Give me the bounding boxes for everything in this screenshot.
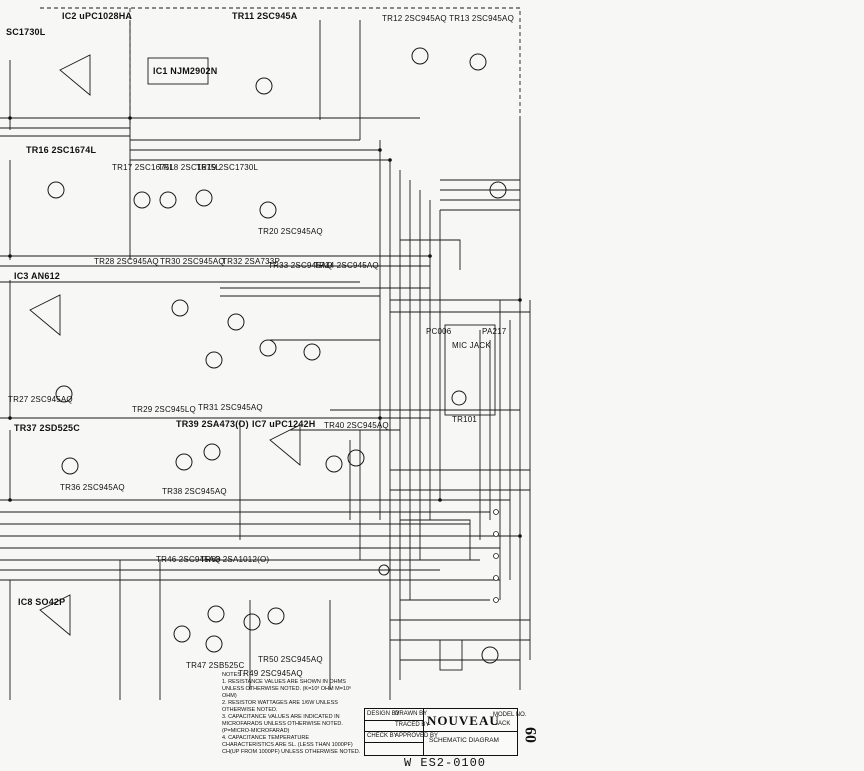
checked-by-label: CHECK BY [367,733,398,739]
notes-block: NOTES : 1. RESISTANCE VALUES ARE SHOWN I… [222,672,362,756]
note-item: 3. CAPACITANCE VALUES ARE INDICATED IN M… [222,714,343,734]
label-tr39: TR39 2SA473(O) [176,419,249,429]
label-mic-jack: MIC JACK [452,341,491,350]
label-ic3: IC3 AN612 [14,271,60,281]
title-block: DESIGN BY DRAWN BY TRACED BY CHECK BY AP… [364,708,526,756]
label-ic1: IC1 NJM2902N [153,66,218,76]
label-tr19: TR19 2SC1730L [196,163,259,172]
note-item: 2. RESISTOR WATTAGES ARE 1/6W UNLESS OTH… [222,700,338,713]
drawing-title: SCHEMATIC DIAGRAM [429,737,499,744]
label-ic7: IC7 uPC1242H [252,419,316,429]
label-tr46: TR46 2SC945AQ [156,555,221,564]
label-tr27: TR27 2SC945AQ [8,395,73,404]
traced-by-label: TRACED BY [395,722,430,728]
label-tr16: TR16 2SC1674L [26,145,97,155]
brand-logo: NOUVEAU [427,713,500,728]
label-tr31: TR31 2SC945AQ [198,403,263,412]
label-tr29: TR29 2SC945LQ [132,405,196,414]
label-tr28: TR28 2SC945AQ [94,257,159,266]
label-tr32: TR32 2SA733P [222,257,280,266]
revision-mark: 09 [523,727,540,743]
label-ic8: IC8 SO42P [18,597,66,607]
model-value: JACK [495,721,511,727]
label-tr18: TR18 2SC1675L [158,163,221,172]
label-tr49: TR49 2SC945AQ [238,669,303,678]
label-tr37: TR37 2SD525C [14,423,80,433]
label-tr50: TR50 2SC945AQ [258,655,323,664]
document-number: W ES2-0100 [404,756,487,770]
design-by-label: DESIGN BY [367,711,400,717]
model-label: MODEL NO. [493,712,527,718]
label-tr20: TR20 2SC945AQ [258,227,323,236]
label-pc006: PC006 [426,327,452,336]
label-sc1730l: SC1730L [6,27,46,37]
label-tr40: TR40 2SC945AQ [324,421,389,430]
label-tr17: TR17 2SC1675L [112,163,175,172]
label-pa217: PA217 [482,327,507,336]
note-item: 1. RESISTANCE VALUES ARE SHOWN IN OHMS U… [222,679,352,699]
note-item: 4. CAPACITANCE TEMPERATURE CHARACTERISTI… [222,735,361,755]
label-tr36: TR36 2SC945AQ [60,483,125,492]
label-tr33: TR33 2SC945AQ [268,261,333,270]
label-tr68: TR68 2SA1012(O) [200,555,270,564]
label-tr101: TR101 [452,415,478,424]
notes-heading: NOTES : [222,672,245,678]
label-tr34: TR34 2SC945AQ [314,261,379,270]
transistor-symbols [47,47,507,664]
label-ic2: IC2 uPC1028HA [62,11,133,21]
approved-by-label: APPROVED BY [395,733,439,739]
label-tr30: TR30 2SC945AQ [160,257,225,266]
label-tr47: TR47 2SB525C [186,661,245,670]
drawn-by-label: DRAWN BY [395,711,428,717]
label-tr38: TR38 2SC945AQ [162,487,227,496]
label-tr12: TR12 2SC945AQ TR13 2SC945AQ [382,14,514,23]
label-tr11: TR11 2SC945A [232,11,298,21]
